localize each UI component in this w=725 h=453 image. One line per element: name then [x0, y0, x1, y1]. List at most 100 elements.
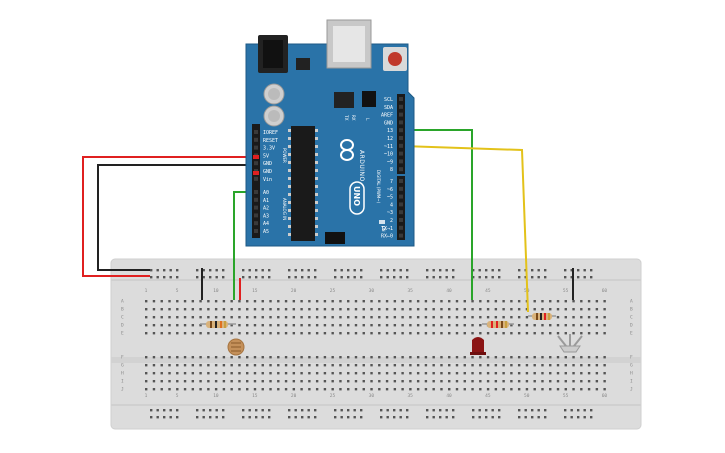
digital-header-top[interactable] — [397, 94, 405, 174]
digital-pin-label: ~6 — [387, 187, 393, 193]
row-letter: H — [121, 371, 124, 377]
column-number: 25 — [330, 288, 336, 294]
row-letter: A — [121, 299, 124, 305]
analog-header[interactable] — [252, 186, 260, 238]
digital-pin-label: 13 — [387, 128, 393, 134]
board-name: ARDUINO — [358, 150, 365, 182]
digital-pin-label: 8 — [390, 167, 393, 173]
wire-pin13-signal[interactable] — [402, 129, 473, 300]
svg-text:UNO: UNO — [352, 186, 361, 206]
row-letter: E — [630, 331, 633, 337]
digital-pin-label: 2 — [390, 218, 393, 224]
led[interactable] — [470, 337, 486, 355]
row-letter: G — [121, 363, 124, 369]
analog-pin-label: A3 — [263, 213, 269, 219]
header-pin-label: 5V — [263, 153, 269, 159]
digital-pin-label: TX→1 — [381, 226, 393, 232]
row-letter: C — [121, 315, 124, 321]
row-letter: H — [630, 371, 633, 377]
digital-pin-label: GND — [384, 120, 393, 126]
row-letter: A — [630, 299, 633, 305]
column-number: 60 — [602, 288, 608, 294]
column-number: 45 — [485, 288, 491, 294]
wire-5v[interactable] — [82, 156, 255, 277]
column-number: 35 — [407, 393, 413, 399]
analog-pin-label: A1 — [263, 198, 269, 204]
column-number: 40 — [446, 393, 452, 399]
digital-pin-label: ~11 — [384, 144, 393, 150]
on-label: ON — [380, 226, 386, 232]
column-number: 20 — [291, 393, 297, 399]
column-number: 30 — [369, 393, 375, 399]
column-number: 55 — [563, 288, 569, 294]
photoresistor[interactable] — [227, 338, 245, 356]
column-number: 25 — [330, 393, 336, 399]
digital-pin-label: ~9 — [387, 159, 393, 165]
row-letter: F — [121, 355, 124, 361]
l-label: L — [364, 118, 370, 121]
digital-pin-label: ~3 — [387, 210, 393, 216]
row-letter: I — [630, 379, 633, 385]
power-group-label: POWER — [282, 148, 287, 163]
digital-pin-label: ~5 — [387, 195, 393, 201]
analog-pin-label: A2 — [263, 206, 269, 212]
breadboard[interactable]: 1155101015152020252530303535404045455050… — [110, 258, 642, 430]
row-letter: I — [121, 379, 124, 385]
digital-pin-label: 7 — [390, 179, 393, 185]
row-letter: F — [630, 355, 633, 361]
digital-pin-label: RX←0 — [381, 234, 393, 240]
column-number: 30 — [369, 288, 375, 294]
arduino-uno-board[interactable]: ARDUINO UNO TX RX L ON IOREFRESET3.3V5VG… — [245, 19, 415, 247]
column-number: 10 — [213, 393, 219, 399]
resistor[interactable] — [200, 321, 236, 328]
column-number: 15 — [252, 393, 258, 399]
column-number: 5 — [176, 393, 179, 399]
resistor[interactable] — [482, 321, 514, 328]
column-number: 60 — [602, 393, 608, 399]
column-number: 50 — [524, 393, 530, 399]
header-pin-label: Vin — [263, 177, 272, 183]
atmega-chip — [291, 126, 315, 241]
analog-pin-label: A4 — [263, 221, 269, 227]
uno-badge: UNO — [349, 181, 365, 215]
header-pin-label: 3.3V — [263, 146, 275, 152]
column-number: 40 — [446, 288, 452, 294]
rx-label: RX — [350, 115, 356, 121]
wire-pin11-signal[interactable] — [401, 145, 529, 313]
header-pin-label: IOREF — [263, 130, 278, 136]
tx-label: TX — [343, 115, 349, 121]
arduino-logo — [340, 139, 354, 161]
row-letter: C — [630, 315, 633, 321]
row-letter: J — [121, 387, 124, 393]
header-pin-label: GND — [263, 161, 272, 167]
digital-header-bottom[interactable] — [397, 176, 405, 240]
resistor[interactable] — [528, 313, 556, 320]
analog-group-label: ANALOG IN — [282, 198, 287, 220]
column-number: 10 — [213, 288, 219, 294]
row-letter: B — [121, 307, 124, 313]
piezo-buzzer[interactable] — [557, 334, 583, 353]
header-pin-label: GND — [263, 169, 272, 175]
row-letter: J — [630, 387, 633, 393]
analog-pin-label: A0 — [263, 190, 269, 196]
digital-pin-label: SDA — [384, 105, 393, 111]
column-number: 15 — [252, 288, 258, 294]
column-number: 55 — [563, 393, 569, 399]
row-letter: B — [630, 307, 633, 313]
row-letter: D — [121, 323, 124, 329]
breadboard-holes — [145, 269, 606, 419]
row-letter: E — [121, 331, 124, 337]
digital-pin-label: 4 — [390, 202, 393, 208]
digital-pin-label: 12 — [387, 136, 393, 142]
wire-gnd[interactable] — [97, 164, 255, 271]
digital-pin-label: ~10 — [384, 152, 393, 158]
analog-pin-label: A5 — [263, 229, 269, 235]
column-number: 45 — [485, 393, 491, 399]
column-number: 1 — [145, 288, 148, 294]
digital-pin-label: SCL — [384, 97, 393, 103]
digital-group-label: DIGITAL (PWM~) — [376, 170, 381, 204]
column-number: 35 — [407, 288, 413, 294]
row-letter: G — [630, 363, 633, 369]
